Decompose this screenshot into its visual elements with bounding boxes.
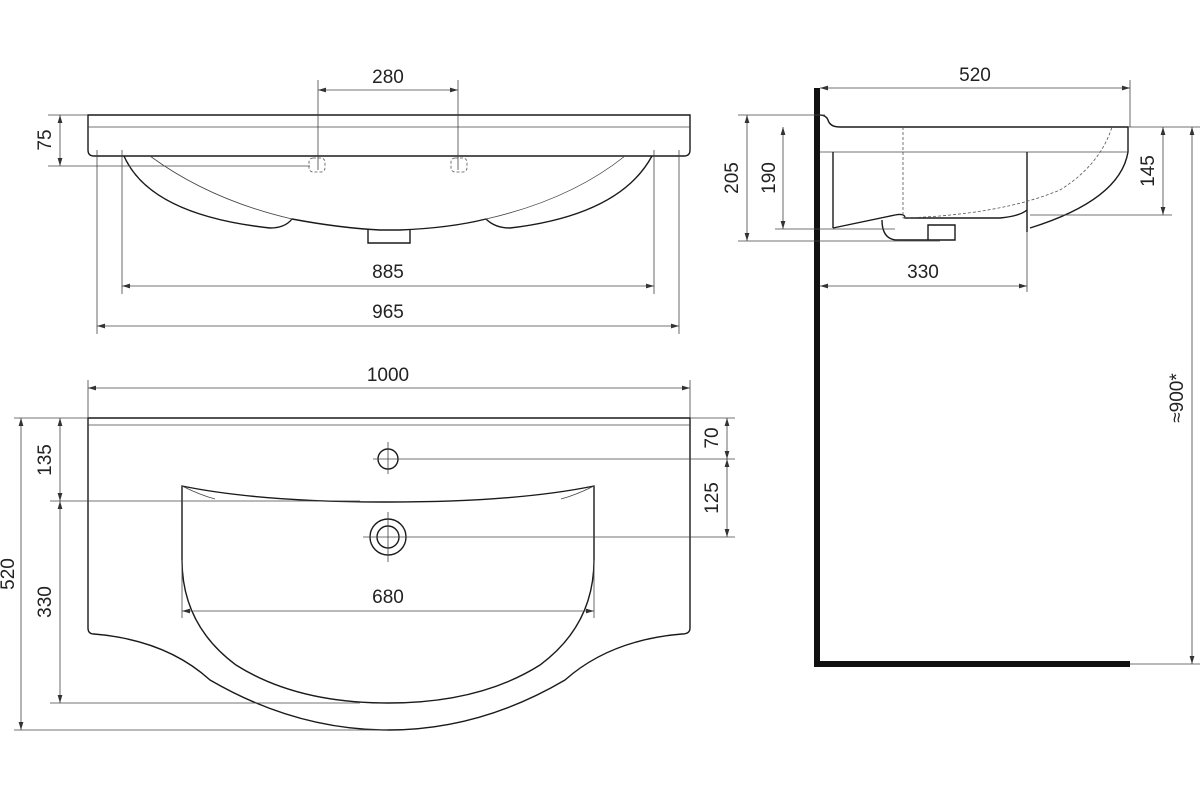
front-view-drain [367,230,411,244]
top-view-outline [87,417,691,731]
dim-total-width: 1000 [367,365,409,386]
dim-side-body-height: 190 [759,162,780,194]
dim-mounting-height: ≈900* [1167,373,1188,423]
dim-bowl-width: 680 [372,587,404,608]
dim-tap-to-drain: 125 [702,482,723,514]
dim-tap-to-edge: 70 [702,427,723,448]
front-view-tap-hole-right [450,157,468,173]
front-view-slab [87,114,691,157]
front-view-tap-hole-left [308,157,326,173]
top-view-basin [181,485,595,704]
side-view-cabinet [832,152,1028,232]
dim-wall-to-cabinet: 330 [907,262,939,283]
dim-tap-offset: 135 [35,444,56,476]
dim-side-depth: 520 [959,65,991,86]
top-view: 1000 520 135 330 70 125 680 [0,365,735,731]
dim-tap-spacing: 280 [372,67,404,88]
side-view-wall [814,88,1130,667]
dim-inner-width: 885 [372,262,404,283]
front-view: 280 75 885 965 [35,67,691,334]
front-view-bowl [123,155,653,231]
dim-bowl-depth: 330 [35,586,56,618]
side-view-drain [881,219,956,241]
dim-front-height: 75 [35,129,56,150]
dim-side-front-height: 145 [1138,155,1159,187]
side-view: 520 205 190 145 330 ≈900* [722,65,1200,667]
side-view-basin-hidden [902,126,1113,219]
dim-outer-width: 965 [372,302,404,323]
side-view-slab [819,114,1129,229]
dim-side-total-height: 205 [722,162,743,194]
dim-total-depth: 520 [0,558,19,590]
